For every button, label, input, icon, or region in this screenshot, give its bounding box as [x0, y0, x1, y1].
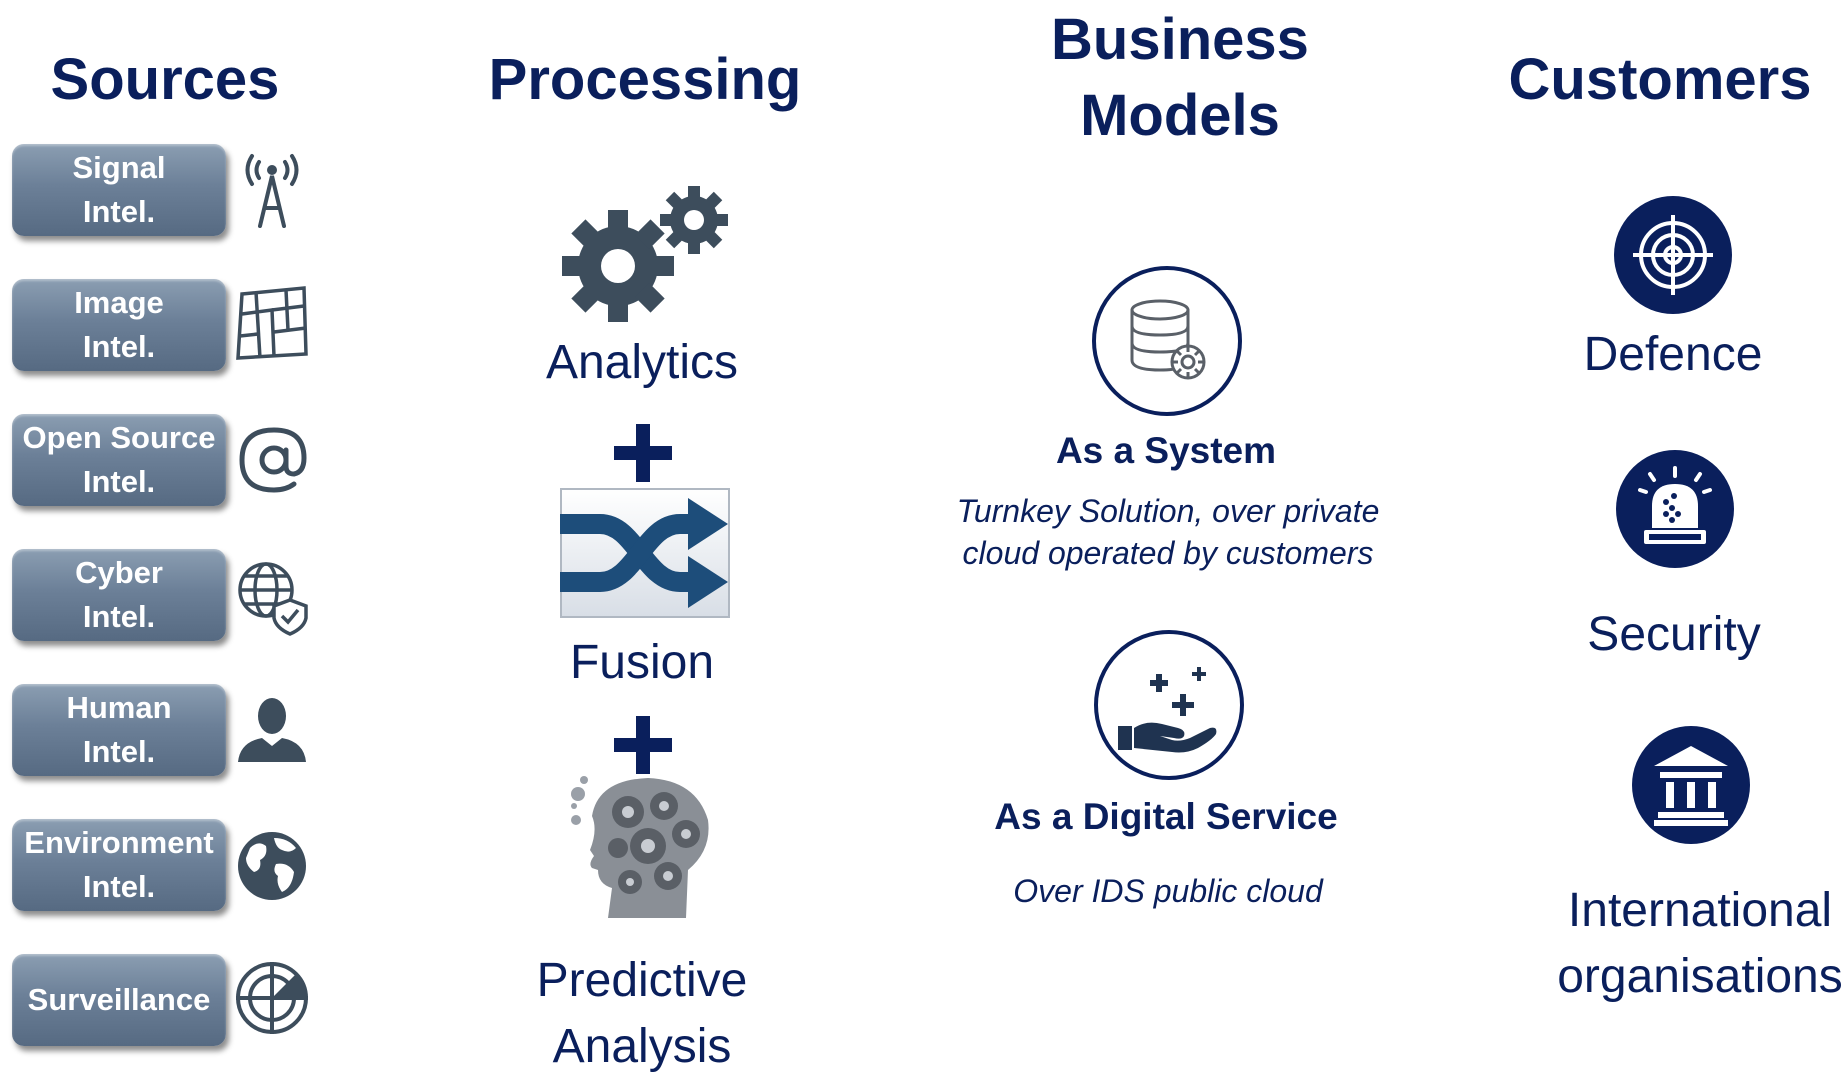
business-models-title-line2: Models	[1080, 83, 1280, 148]
source-label: Environment	[24, 825, 214, 860]
source-label: Intel.	[82, 599, 156, 634]
service-circle	[1094, 630, 1244, 780]
database-gear-icon	[1130, 299, 1206, 380]
target-icon	[1633, 215, 1713, 295]
system-desc-line2: cloud operated by customers	[962, 535, 1374, 571]
source-environment-intel[interactable]: Environment Intel.	[12, 819, 226, 911]
source-label: Human	[66, 690, 172, 725]
source-label: Intel.	[82, 194, 156, 229]
plus-icon	[614, 716, 672, 774]
source-label: Signal	[72, 150, 166, 185]
globe-shield-icon	[238, 562, 308, 636]
processing-title: Processing	[488, 47, 802, 112]
sources-title: Sources	[50, 47, 280, 112]
source-cyber-intel[interactable]: Cyber Intel.	[12, 549, 226, 641]
international-label-line2: organisations	[1557, 950, 1843, 1003]
at-sign-icon	[239, 427, 307, 493]
source-label: Intel.	[82, 734, 156, 769]
shuffle-icon	[560, 488, 730, 618]
source-signal-intel[interactable]: Signal Intel.	[12, 144, 226, 236]
gears-icon	[562, 186, 728, 322]
source-label: Intel.	[82, 869, 156, 904]
service-title: As a Digital Service	[994, 796, 1338, 837]
defence-circle	[1614, 196, 1732, 314]
predictive-label-line1: Predictive	[536, 954, 748, 1007]
source-label: Cyber	[75, 555, 163, 590]
security-label: Security	[1587, 608, 1761, 661]
service-desc: Over IDS public cloud	[1013, 873, 1323, 909]
hand-sparkle-icon	[1118, 667, 1217, 753]
source-label: Open Source	[22, 420, 216, 455]
international-label-line1: International	[1567, 884, 1833, 937]
siren-icon	[1638, 466, 1712, 544]
source-label: Surveillance	[27, 982, 211, 1017]
person-icon	[238, 698, 306, 762]
antenna-icon	[245, 154, 299, 228]
business-models-title-line1: Business	[1051, 7, 1309, 72]
source-label: Image	[74, 285, 164, 320]
system-title: As a System	[1055, 430, 1277, 471]
system-desc-line1: Turnkey Solution, over private	[956, 493, 1380, 529]
customers-title: Customers	[1508, 47, 1812, 112]
earth-icon	[238, 832, 306, 900]
plus-icon	[614, 424, 672, 482]
radar-icon	[236, 962, 308, 1034]
international-circle	[1632, 726, 1750, 844]
map-icon	[236, 286, 308, 360]
source-label: Intel.	[82, 329, 156, 364]
brain-gears-head-icon	[571, 776, 709, 918]
predictive-label-line2: Analysis	[552, 1020, 732, 1073]
source-surveillance[interactable]: Surveillance	[12, 954, 226, 1046]
institution-icon	[1654, 746, 1728, 826]
analytics-label: Analytics	[545, 336, 739, 389]
source-human-intel[interactable]: Human Intel.	[12, 684, 226, 776]
source-image-intel[interactable]: Image Intel.	[12, 279, 226, 371]
source-open-source-intel[interactable]: Open Source Intel.	[12, 414, 226, 506]
system-circle	[1092, 266, 1242, 416]
fusion-label: Fusion	[569, 636, 715, 689]
security-circle	[1616, 450, 1734, 568]
defence-label: Defence	[1583, 328, 1763, 381]
source-label: Intel.	[82, 464, 156, 499]
